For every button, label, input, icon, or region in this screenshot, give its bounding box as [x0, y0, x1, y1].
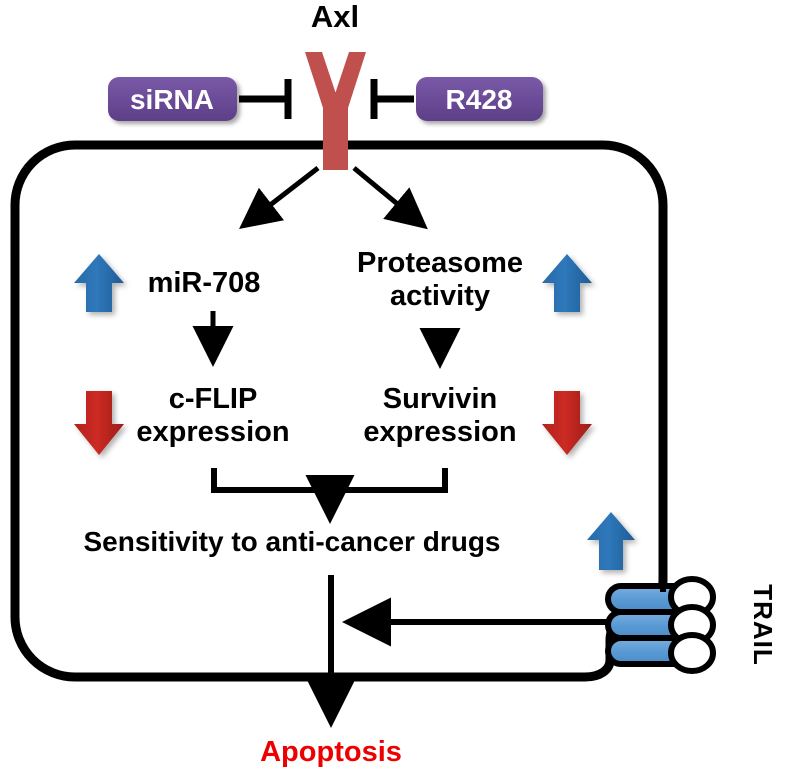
r428-inhibition-connector [370, 79, 414, 119]
sirna-label: siRNA [130, 84, 214, 115]
up-arrow-icon-mir708 [74, 254, 124, 312]
sensitivity-label: Sensitivity to anti-cancer drugs [84, 526, 501, 557]
proteasome-label-line1: Proteasome [357, 247, 523, 279]
survivin-label-line2: expression [363, 416, 516, 448]
sirna-inhibition-connector [239, 79, 292, 119]
r428-label: R428 [446, 84, 513, 115]
edge-axl-to-proteasome [352, 166, 428, 230]
sirna-inhibitor[interactable]: siRNA [108, 77, 237, 121]
convergence-bracket [211, 468, 448, 525]
edge-axl-to-mir708 [239, 166, 320, 230]
axl-label: Axl [311, 0, 359, 34]
trail-label: TRAIL [748, 584, 778, 666]
down-arrow-icon-survivin [542, 391, 592, 455]
r428-inhibitor[interactable]: R428 [416, 77, 543, 121]
trail-ligand-receptor-icon[interactable] [605, 576, 716, 674]
proteasome-label-line2: activity [390, 280, 490, 312]
survivin-label-line1: Survivin [383, 383, 497, 415]
apoptosis-label: Apoptosis [260, 736, 402, 768]
cflip-label-line1: c-FLIP [169, 383, 258, 415]
down-arrow-icon-cflip [74, 391, 124, 455]
cflip-label-line2: expression [136, 416, 289, 448]
up-arrow-icon-proteasome [542, 254, 592, 312]
axl-receptor-icon [305, 52, 366, 170]
mir708-label: miR-708 [148, 267, 261, 299]
trail-up-arrow-icon [587, 512, 635, 570]
